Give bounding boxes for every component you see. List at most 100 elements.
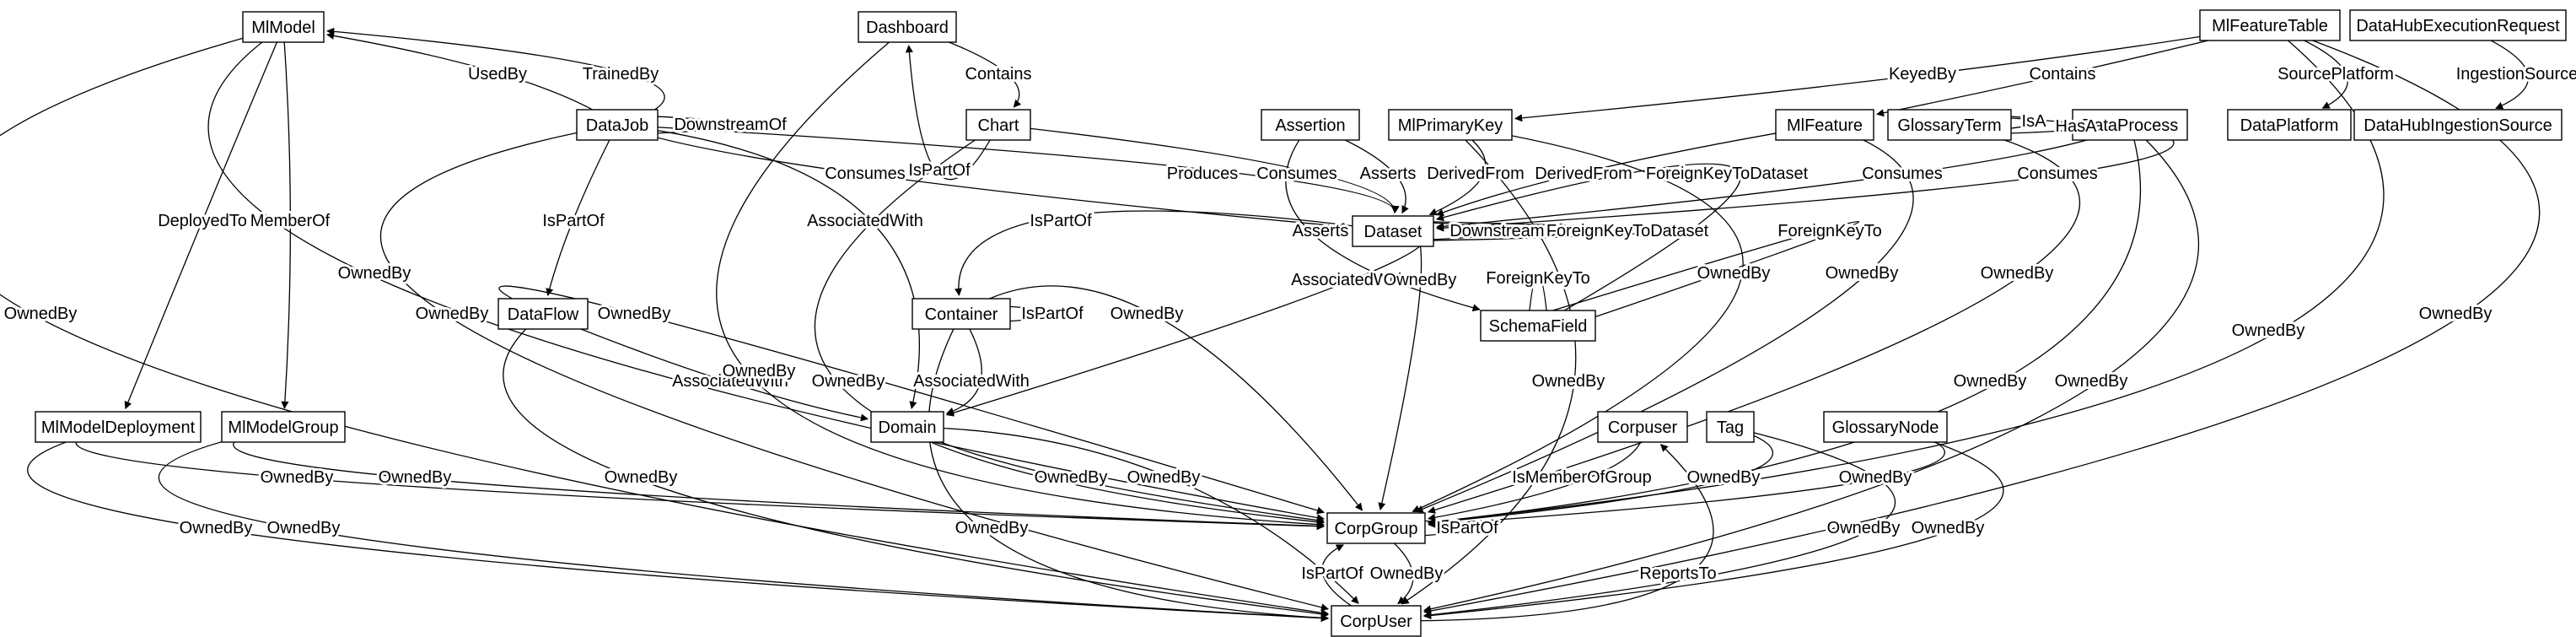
node-MlFeatureTable[interactable]: MlFeatureTable	[2199, 9, 2341, 41]
node-MlPrimaryKey[interactable]: MlPrimaryKey	[1388, 109, 1513, 141]
edge-SchemaField-ForeignKeyTo-SchemaField	[1525, 273, 1549, 327]
node-box-DataProcess[interactable]	[2072, 109, 2188, 141]
node-box-GlossaryNode[interactable]	[1823, 411, 1948, 443]
edge-label-AssociatedWith-33: AssociatedWith	[913, 372, 1030, 391]
node-DataJob[interactable]: DataJob	[576, 109, 659, 141]
edge-label-IsPartOf-63: IsPartOf	[1436, 519, 1498, 537]
node-DataHubIngestionSource[interactable]: DataHubIngestionSource	[2353, 109, 2563, 141]
edge-label-IsA-8: IsA	[2022, 112, 2047, 131]
edge-label-IsPartOf-11: IsPartOf	[908, 161, 971, 180]
node-SchemaField[interactable]: SchemaField	[1480, 310, 1596, 342]
node-label-MlModel: MlModel	[251, 19, 315, 37]
node-Dataset[interactable]: Dataset	[1352, 215, 1434, 247]
node-box-SchemaField[interactable]	[1480, 310, 1596, 342]
node-Chart[interactable]: Chart	[965, 109, 1031, 141]
node-Domain[interactable]: Domain	[870, 411, 944, 443]
edge-label-OwnedBy-35: OwnedBy	[1111, 305, 1184, 323]
edge-DataJob-Consumes-Dataset	[616, 124, 1350, 230]
edge-MlFeatureTable-KeyedBy-MlPrimaryKey	[1514, 24, 2271, 122]
edge-label-ForeignKeyTo-28: ForeignKeyTo	[1486, 269, 1589, 288]
edge-MlModel-OwnedBy-CorpUser	[0, 26, 1329, 617]
node-label-DataProcess: DataProcess	[2082, 116, 2179, 135]
node-MlModel[interactable]: MlModel	[242, 11, 325, 43]
node-box-Chart[interactable]	[965, 109, 1031, 141]
node-box-Corpuser[interactable]	[1597, 411, 1688, 443]
nodes-layer: MlModel Dashboard MlFeatureTable DataHubExe…	[35, 9, 2567, 637]
node-MlFeature[interactable]: MlFeature	[1775, 109, 1874, 141]
node-DataProcess[interactable]: DataProcess	[2072, 109, 2188, 141]
node-box-MlModelDeployment[interactable]	[35, 411, 202, 443]
edge-label-IngestionSource-6: IngestionSource	[2456, 65, 2576, 84]
node-box-MlPrimaryKey[interactable]	[1388, 109, 1513, 141]
edge-Container-AssociatedWith-Domain	[945, 313, 982, 415]
edge-label-Consumes-13: Consumes	[1256, 165, 1337, 183]
node-box-Dataset[interactable]	[1352, 215, 1434, 247]
node-label-Dataset: Dataset	[1364, 223, 1422, 241]
edge-MlModel-MemberOf-MlModelGroup	[281, 26, 292, 409]
node-DataHubExecutionRequest[interactable]: DataHubExecutionRequest	[2349, 9, 2567, 41]
node-Dashboard[interactable]: Dashboard	[858, 11, 957, 43]
edge-label-OwnedBy-39: OwnedBy	[598, 305, 671, 323]
edge-Container-OwnedBy-CorpGroup	[960, 285, 1363, 511]
edge-MlModelDeployment-OwnedBy-CorpUser	[27, 426, 1329, 623]
node-label-Tag: Tag	[1717, 418, 1744, 437]
node-GlossaryNode[interactable]: GlossaryNode	[1823, 411, 1948, 443]
node-label-MlPrimaryKey: MlPrimaryKey	[1398, 116, 1503, 135]
node-box-Tag[interactable]	[1706, 411, 1755, 443]
node-box-DataPlatform[interactable]	[2227, 109, 2352, 141]
node-Assertion[interactable]: Assertion	[1261, 109, 1360, 141]
edge-label-AssociatedWith-32: AssociatedWith	[672, 372, 788, 391]
node-box-MlModel[interactable]	[242, 11, 325, 43]
node-label-GlossaryTerm: GlossaryTerm	[1897, 116, 2001, 135]
node-box-Domain[interactable]	[870, 411, 944, 443]
edge-CorpUser-ReportsTo-Corpuser	[1375, 444, 1714, 622]
edge-label-KeyedBy-3: KeyedBy	[1889, 65, 1956, 84]
node-label-SchemaField: SchemaField	[1489, 317, 1588, 336]
node-Container[interactable]: Container	[912, 298, 1011, 330]
edge-label-DerivedFrom-15: DerivedFrom	[1427, 165, 1525, 183]
node-box-Assertion[interactable]	[1261, 109, 1360, 141]
node-box-MlFeatureTable[interactable]	[2199, 9, 2341, 41]
node-box-CorpUser[interactable]	[1331, 605, 1422, 637]
node-Corpuser[interactable]: Corpuser	[1597, 411, 1688, 443]
edge-Domain-OwnedBy-CorpUser	[906, 426, 1359, 604]
node-box-Container[interactable]	[912, 298, 1011, 330]
node-CorpGroup[interactable]: CorpGroup	[1326, 512, 1426, 544]
edge-label-MemberOf-21: MemberOf	[250, 212, 331, 230]
edge-label-IsMemberOfGroup-57: IsMemberOfGroup	[1512, 468, 1652, 487]
node-box-Dashboard[interactable]	[858, 11, 957, 43]
edge-label-AssociatedWith-30: AssociatedWith	[1291, 271, 1407, 289]
edge-DataFlow-AssociatedWith-Domain	[542, 313, 869, 422]
node-GlossaryTerm[interactable]: GlossaryTerm	[1887, 109, 2012, 141]
node-MlModelDeployment[interactable]: MlModelDeployment	[35, 411, 202, 443]
node-DataFlow[interactable]: DataFlow	[497, 298, 589, 330]
node-box-CorpGroup[interactable]	[1326, 512, 1426, 544]
node-label-Assertion: Assertion	[1275, 116, 1345, 135]
edge-label-OwnedBy-46: OwnedBy	[812, 372, 885, 391]
node-box-DataFlow[interactable]	[497, 298, 589, 330]
edge-Domain-OwnedBy-CorpGroup	[906, 426, 1325, 525]
edge-label-ReportsTo-66: ReportsTo	[1639, 564, 1716, 583]
node-box-DataHubExecutionRequest[interactable]	[2349, 9, 2567, 41]
edge-label-OwnedBy-48: OwnedBy	[1954, 372, 2027, 391]
edge-label-OwnedBy-43: OwnedBy	[2232, 321, 2305, 340]
edge-label-AssociatedWith-23: AssociatedWith	[807, 212, 923, 230]
node-label-DataFlow: DataFlow	[508, 305, 579, 324]
node-DataPlatform[interactable]: DataPlatform	[2227, 109, 2352, 141]
node-box-DataHubIngestionSource[interactable]	[2353, 109, 2563, 141]
node-box-MlModelGroup[interactable]	[221, 411, 346, 443]
edge-label-DownstreamOf-26: DownstreamOf	[1449, 222, 1562, 240]
node-label-GlossaryNode: GlossaryNode	[1832, 418, 1939, 437]
node-label-MlFeatureTable: MlFeatureTable	[2212, 17, 2328, 35]
edge-label-OwnedBy-53: OwnedBy	[1035, 468, 1108, 487]
node-MlModelGroup[interactable]: MlModelGroup	[221, 411, 346, 443]
node-box-GlossaryTerm[interactable]	[1887, 109, 2012, 141]
node-box-DataJob[interactable]	[576, 109, 659, 141]
edge-DataJob-OwnedBy-CorpUser	[379, 124, 1330, 612]
node-label-Dashboard: Dashboard	[866, 19, 949, 37]
node-CorpUser[interactable]: CorpUser	[1331, 605, 1422, 637]
node-Tag[interactable]: Tag	[1706, 411, 1755, 443]
node-box-MlFeature[interactable]	[1775, 109, 1874, 141]
edge-DataProcess-OwnedBy-CorpGroup	[1428, 124, 2142, 526]
